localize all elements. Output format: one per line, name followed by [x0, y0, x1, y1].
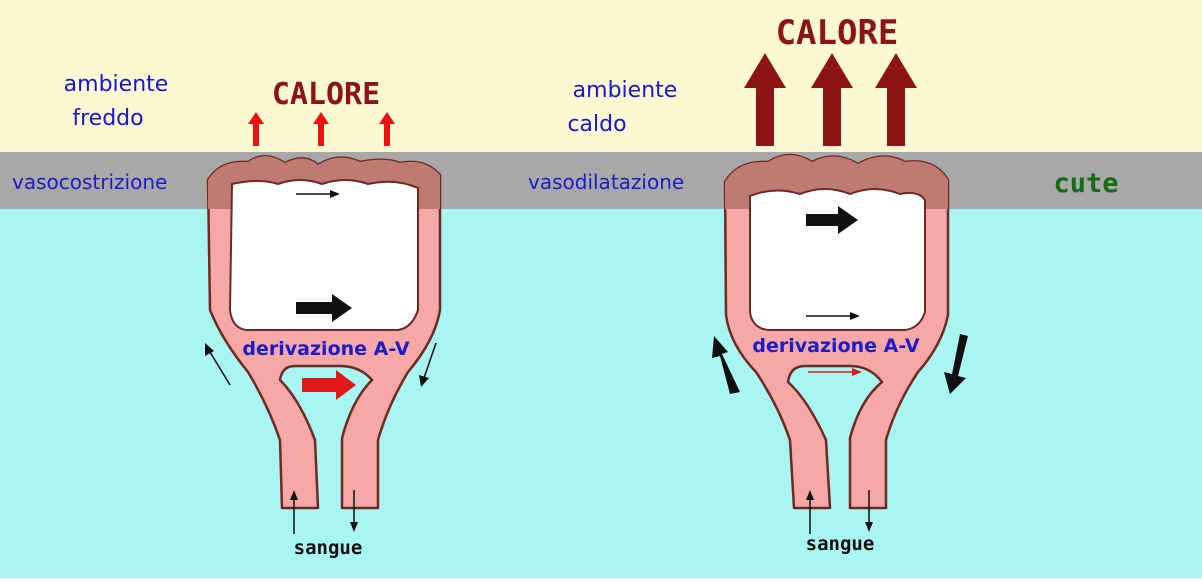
left-vessel-state-label: vasocostrizione: [12, 170, 167, 194]
left-environment-line2: freddo: [72, 106, 143, 131]
right-heat-label: CALORE: [776, 13, 899, 53]
left-blood-label: sangue: [294, 537, 363, 559]
right-environment-line2: caldo: [567, 112, 626, 137]
right-blood-label: sangue: [806, 533, 875, 555]
tissue-region: [0, 209, 1202, 578]
right-capillary-lumen: [750, 189, 925, 330]
right-vessel-state-label: vasodilatazione: [528, 170, 684, 194]
skin-label: cute: [1053, 168, 1118, 199]
left-heat-label: CALORE: [272, 77, 380, 112]
left-environment-line1: ambiente: [64, 72, 169, 97]
right-heat-arrows: [744, 53, 917, 146]
right-environment-line1: ambiente: [573, 78, 678, 103]
left-shunt-label: derivazione A-V: [242, 338, 409, 360]
right-shunt-label: derivazione A-V: [752, 335, 919, 357]
